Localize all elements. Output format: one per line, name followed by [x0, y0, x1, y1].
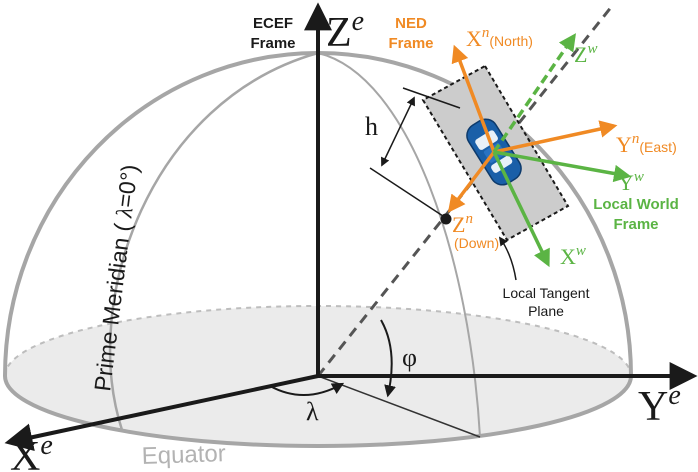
- world-x-axis: [492, 151, 550, 268]
- ecef-frame-label: ECEF: [253, 15, 293, 32]
- prime-meridian-arc: [108, 51, 319, 431]
- ned-down-note: (Down): [454, 235, 499, 251]
- height-extension-top: [402, 87, 461, 109]
- surface-point: [440, 213, 452, 225]
- ecef-x-label: Xe: [10, 430, 53, 472]
- local-tangent-plane-label-line2: Plane: [528, 303, 564, 319]
- longitude-label: λ: [306, 397, 319, 426]
- local-world-frame-label: Local World: [593, 196, 679, 213]
- ned-east-label: Yn(East): [616, 131, 677, 157]
- world-y-label: Yw: [618, 169, 644, 195]
- longitude-angle-arc: [269, 382, 345, 396]
- ned-north-axis: [451, 44, 496, 153]
- world-z-axis: [492, 33, 576, 153]
- local-world-frame-label-line2: Frame: [613, 216, 658, 233]
- ned-down-label: Zn: [452, 211, 473, 237]
- ned-down-axis: [447, 150, 496, 213]
- world-x-label: Xw: [560, 243, 586, 269]
- ecef-frame-label-line2: Frame: [250, 35, 295, 52]
- height-label: h: [365, 112, 378, 141]
- world-z-label: Zw: [574, 41, 597, 67]
- latitude-angle-arc: [380, 319, 396, 398]
- ecef-y-label: Ye: [638, 380, 681, 430]
- ground-projection-line: [317, 375, 481, 438]
- ned-frame-label: NED: [395, 15, 427, 32]
- local-tangent-plane-label: Local Tangent: [503, 285, 590, 301]
- latitude-label: φ: [402, 343, 417, 372]
- local-meridian-arc: [317, 52, 481, 438]
- height-extension-bottom: [369, 167, 447, 219]
- tangent-plane-leader: [498, 236, 517, 281]
- ned-frame-label-line2: Frame: [388, 35, 433, 52]
- height-dimension-line: [381, 96, 415, 167]
- equator-label: Equator: [141, 440, 226, 470]
- ecef-x-axis: [4, 374, 319, 451]
- ned-north-label: Xn(North): [466, 25, 533, 51]
- ned-east-axis: [493, 120, 618, 154]
- ecef-z-label: Ze: [326, 6, 364, 56]
- radial-line-dashed: [316, 5, 614, 377]
- world-y-axis: [493, 150, 632, 183]
- equator-front-arc: [3, 375, 633, 448]
